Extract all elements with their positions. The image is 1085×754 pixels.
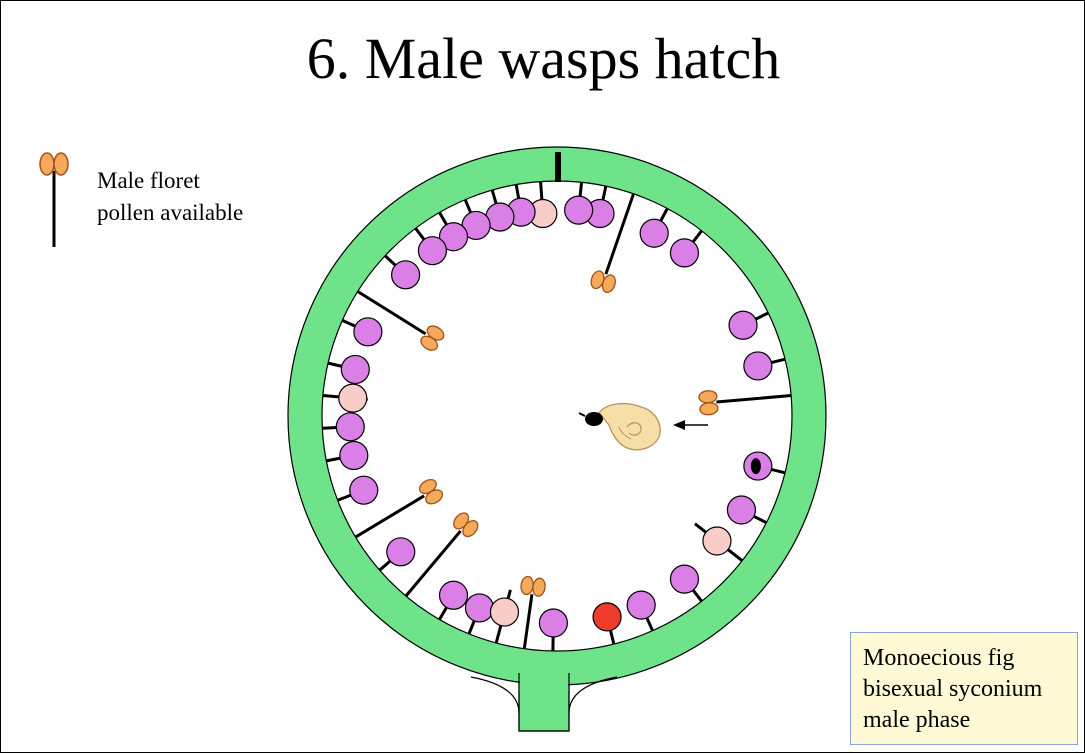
phase-box: Monoecious fig bisexual syconium male ph…: [850, 632, 1078, 745]
legend-line-2: pollen available: [97, 197, 243, 229]
phase-line-1: Monoecious fig: [863, 643, 1077, 674]
ostiole: [555, 152, 561, 182]
phase-line-3: male phase: [863, 705, 1077, 736]
phase-line-2: bisexual syconium: [863, 674, 1077, 705]
legend-line-1: Male floret: [97, 165, 243, 197]
fig-wall: [288, 147, 826, 731]
male-floret-legend-icon: [40, 153, 68, 247]
legend-label: Male floret pollen available: [97, 165, 243, 229]
